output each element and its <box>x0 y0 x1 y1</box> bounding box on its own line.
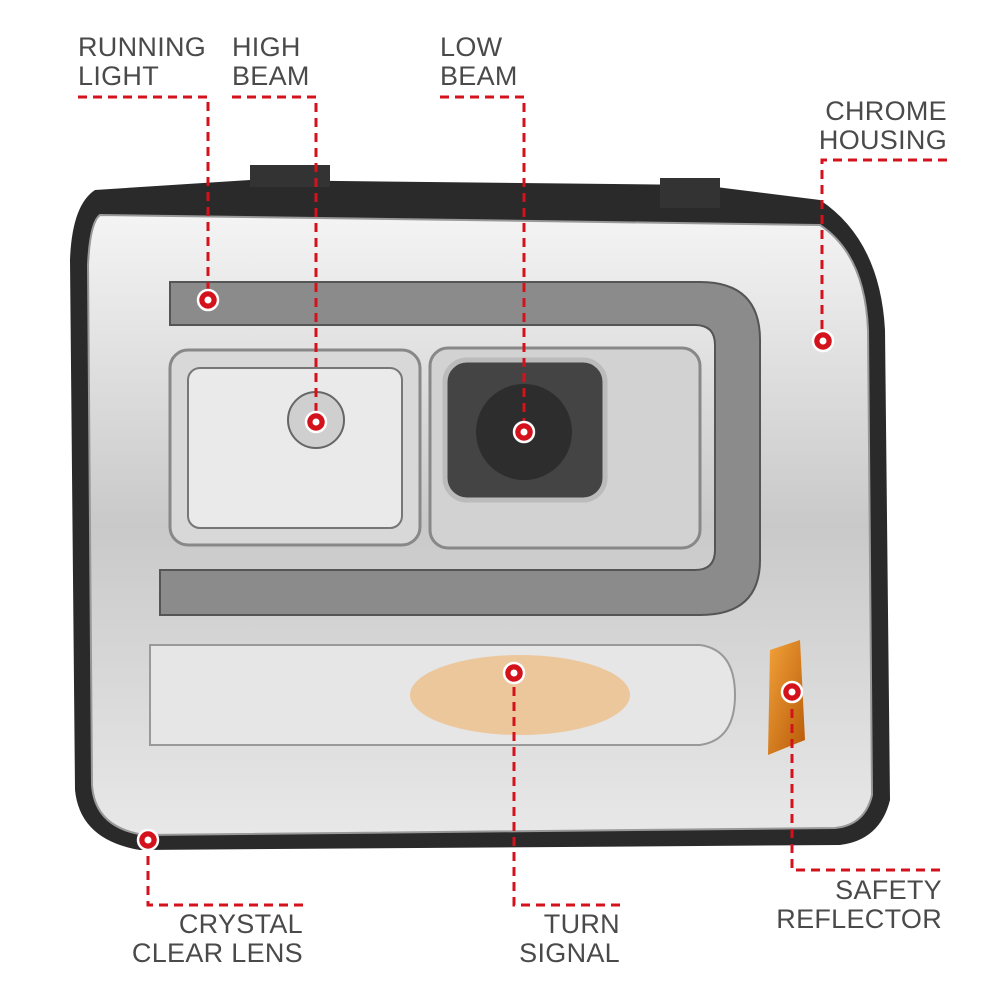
label-line: CHROME <box>825 96 947 126</box>
label-line: SIGNAL <box>519 938 620 968</box>
label-turn-signal: TURN SIGNAL <box>519 910 620 968</box>
crystal-clear-lens-dot <box>136 828 160 852</box>
label-line: REFLECTOR <box>776 904 942 934</box>
running-light-bar <box>159 281 761 616</box>
callout-lines <box>78 95 947 907</box>
callout-dots <box>136 288 835 852</box>
label-line: CLEAR LENS <box>131 938 303 968</box>
label-line: LIGHT <box>78 61 160 91</box>
label-line: HIGH <box>232 32 301 62</box>
label-high-beam: HIGH BEAM <box>232 33 310 91</box>
low-beam-dot <box>512 420 536 444</box>
label-line: LOW <box>440 32 503 62</box>
label-line: HOUSING <box>818 125 947 155</box>
high-beam-dot <box>304 410 328 434</box>
label-line: BEAM <box>232 61 310 91</box>
chrome-housing-dot <box>811 329 835 353</box>
label-line: SAFETY <box>835 875 942 905</box>
running-light-dot <box>196 288 220 312</box>
label-line: BEAM <box>440 61 518 91</box>
label-crystal-clear-lens: CRYSTAL CLEAR LENS <box>132 910 303 968</box>
safety-reflector-dot <box>780 680 804 704</box>
label-safety-reflector: SAFETY REFLECTOR <box>776 876 942 934</box>
label-chrome-housing: CHROME HOUSING <box>819 97 947 155</box>
label-line: CRYSTAL <box>178 909 303 939</box>
label-line: TURN <box>543 909 620 939</box>
label-low-beam: LOW BEAM <box>440 33 518 91</box>
turn-signal-dot <box>502 661 526 685</box>
label-line: RUNNING <box>78 32 207 62</box>
label-running-light: RUNNING LIGHT <box>78 33 206 91</box>
